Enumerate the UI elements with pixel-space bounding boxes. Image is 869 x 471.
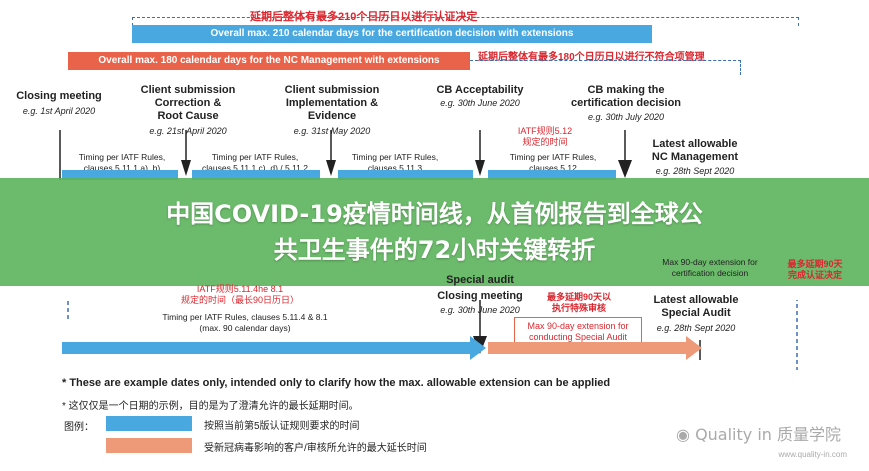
milestone-cb-decision: CB making the certification decision (570, 84, 682, 109)
special-audit-label: Special audit (446, 274, 514, 286)
ext-210-frame (132, 17, 799, 26)
milestone-latest-nc: Latest allowable NC Management (651, 138, 739, 163)
milestone-closing-meeting: Closing meeting (16, 90, 102, 102)
timeline-seg-4 (488, 170, 616, 180)
timeline-seg-1 (62, 170, 178, 180)
ext-180-label: 延期后整体有最多180个日历日以进行不符合项管理 (478, 52, 705, 63)
latest-special-audit: Latest allowable Special Audit (653, 294, 739, 319)
upper-timeline (59, 130, 632, 180)
tick-correction-arrow (181, 160, 191, 176)
milestone-implementation-date: e.g. 31st May 2020 (293, 126, 371, 136)
headline-text: 中国COVID-19疫情时间线，从首例报告到全球公 共卫生事件的72小时关键转折 (20, 196, 849, 268)
headline-banner (0, 178, 869, 286)
ext90-red-label: 最多延期90天以 执行特殊审核 (546, 292, 611, 313)
tick-implementation-arrow (326, 160, 336, 176)
legend-title: 图例： (64, 422, 94, 433)
watermark-url: www.quality-in.com (778, 450, 847, 459)
lower-orange-bar (488, 342, 688, 354)
milestone-correction-date: e.g. 21st April 2020 (149, 126, 227, 136)
lower-timeline (62, 300, 798, 370)
milestone-implementation: Client submission Implementation & Evide… (284, 84, 380, 122)
milestone-cb-acceptability-date: e.g. 30th June 2020 (440, 98, 520, 108)
lower-closing-meeting: Closing meeting (437, 290, 523, 302)
milestone-latest-nc-date: e.g. 28th Sept 2020 (655, 166, 735, 176)
iatf-512-red-label: IATF规则5.12 规定的时间 (517, 126, 573, 147)
watermark-text: Quality in 质量学院 (695, 425, 841, 444)
milestone-closing-date: e.g. 1st April 2020 (22, 106, 96, 116)
right-ext-label: Max 90-day extension for certification d… (662, 257, 758, 278)
legend-swatch-blue (106, 416, 192, 431)
right-ext-red-label: 最多延期90天 完成认证决定 (787, 259, 843, 280)
lower-blue-arrowhead (470, 336, 486, 360)
iatf-5114-red-label: IATF规则5.11.4he 8.1 规定的时间（最长90日历日） (180, 284, 299, 305)
timeline-seg-2 (192, 170, 320, 180)
timing-512: Timing per IATF Rules, clauses 5.12 (509, 152, 597, 173)
milestone-correction: Client submission Correction & Root Caus… (140, 84, 236, 122)
footnote-en: * These are example dates only, intended… (62, 377, 611, 389)
lower-orange-arrowhead (686, 336, 702, 360)
tick-decision-arrow (618, 160, 632, 178)
timing-5111ab: Timing per IATF Rules, clauses 5.11.1 a)… (78, 152, 166, 173)
max-180-bar: Overall max. 180 calendar days for the N… (68, 52, 470, 70)
timing-5111cd: Timing per IATF Rules, clauses 5.11.1 c)… (202, 152, 308, 173)
latest-special-date: e.g. 28th Sept 2020 (656, 323, 736, 333)
ext-180-frame (470, 60, 741, 75)
max-210-bar: Overall max. 210 calendar days for the c… (132, 25, 652, 43)
footnote-cn: * 这仅仅是一个日期的示例，目的是为了澄清允许的最长延期时间。 (62, 401, 359, 412)
legend-label-orange: 受新冠病毒影响的客户/审核所允许的最大延长时间 (204, 443, 427, 454)
timing-5113: Timing per IATF Rules, clauses 5.11.3 (351, 152, 439, 173)
timing-5114: Timing per IATF Rules, clauses 5.11.4 & … (162, 312, 328, 333)
watermark-logo: ◉ Quality in 质量学院 (676, 421, 841, 445)
lower-blue-bar (62, 342, 472, 354)
legend-swatch-orange (106, 438, 192, 453)
tick-acceptability-arrow (475, 160, 485, 176)
wechat-icon: ◉ (676, 425, 690, 444)
timeline-seg-3 (338, 170, 473, 180)
headline-line-2: 共卫生事件的72小时关键转折 (273, 236, 596, 264)
milestone-cb-decision-date: e.g. 30th July 2020 (587, 112, 665, 122)
headline-line-1: 中国COVID-19疫情时间线，从首例报告到全球公 (166, 200, 703, 228)
legend-label-blue: 按照当前第5版认证规则要求的时间 (204, 421, 360, 432)
milestone-cb-acceptability: CB Acceptability (436, 84, 524, 96)
